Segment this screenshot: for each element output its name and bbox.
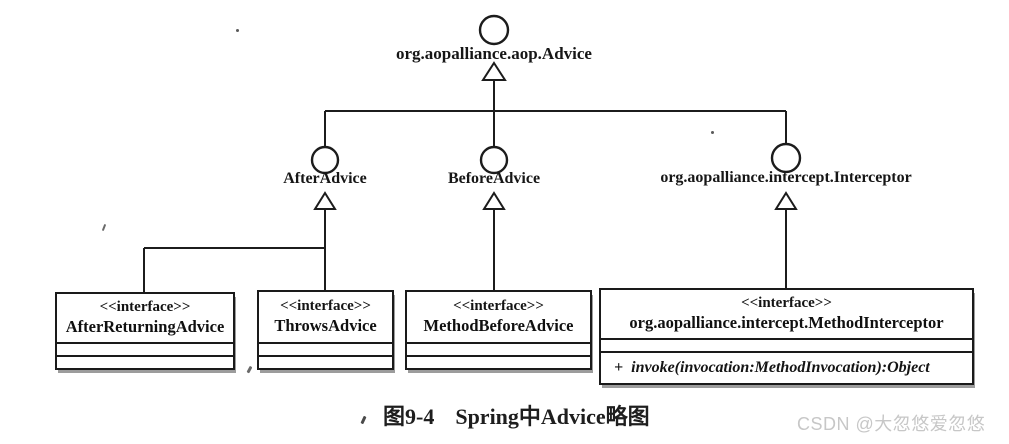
generalization-arrow-icon-afteradvice <box>313 191 337 210</box>
attributes-compartment <box>259 342 392 355</box>
operation-signature: + invoke(invocation:MethodInvocation):Ob… <box>614 359 930 376</box>
interface-box-methodinterceptor: <<interface>> org.aopalliance.intercept.… <box>599 288 974 385</box>
interface-box-title: <<interface>> AfterReturningAdvice <box>57 294 233 342</box>
node-label-beforeadvice: BeforeAdvice <box>447 170 541 187</box>
operations-compartment <box>407 355 590 368</box>
attributes-compartment <box>407 342 590 355</box>
attributes-compartment <box>601 338 972 351</box>
interface-box-title: <<interface>> MethodBeforeAdvice <box>407 292 590 342</box>
interface-box-afterreturningadvice: <<interface>> AfterReturningAdvice <box>55 292 235 370</box>
stereotype-label: <<interface>> <box>99 298 191 315</box>
scan-artifact <box>236 29 239 32</box>
lollipop-interface-icon-interceptor <box>770 142 802 174</box>
figure-caption: 图9-4 Spring中Advice略图 <box>383 399 650 431</box>
interface-name: MethodBeforeAdvice <box>423 316 574 336</box>
lollipop-interface-icon-beforeadvice <box>479 145 509 175</box>
stereotype-label: <<interface>> <box>453 297 544 314</box>
lollipop-interface-icon-advice <box>478 14 510 46</box>
node-label-advice: org.aopalliance.aop.Advice <box>396 44 592 63</box>
interface-name: org.aopalliance.intercept.MethodIntercep… <box>629 313 944 333</box>
operations-compartment <box>57 355 233 368</box>
stereotype-label: <<interface>> <box>280 297 371 314</box>
interface-box-title: <<interface>> org.aopalliance.intercept.… <box>601 290 972 338</box>
interface-box-title: <<interface>> ThrowsAdvice <box>259 292 392 342</box>
interface-name: ThrowsAdvice <box>274 316 377 336</box>
node-label-interceptor: org.aopalliance.intercept.Interceptor <box>660 169 912 186</box>
interface-box-methodbeforeadvice: <<interface>> MethodBeforeAdvice <box>405 290 592 370</box>
interface-name: AfterReturningAdvice <box>65 317 225 337</box>
node-label-afteradvice: AfterAdvice <box>283 170 367 187</box>
lollipop-interface-icon-afteradvice <box>310 145 340 175</box>
stereotype-label: <<interface>> <box>741 294 832 311</box>
scan-artifact <box>711 131 714 134</box>
attributes-compartment <box>57 342 233 355</box>
generalization-arrow-icon-top <box>481 61 507 81</box>
figure-number: 图9-4 <box>383 404 435 429</box>
generalization-lines <box>143 79 787 293</box>
figure-title: Spring中Advice略图 <box>455 404 650 429</box>
interface-box-throwsadvice: <<interface>> ThrowsAdvice <box>257 290 394 370</box>
generalization-arrow-icon-beforeadvice <box>482 191 506 210</box>
operations-compartment: + invoke(invocation:MethodInvocation):Ob… <box>601 351 972 383</box>
csdn-watermark: CSDN @大忽悠爱忽悠 <box>797 414 986 434</box>
operations-compartment <box>259 355 392 368</box>
generalization-arrow-icon-interceptor <box>774 191 798 210</box>
